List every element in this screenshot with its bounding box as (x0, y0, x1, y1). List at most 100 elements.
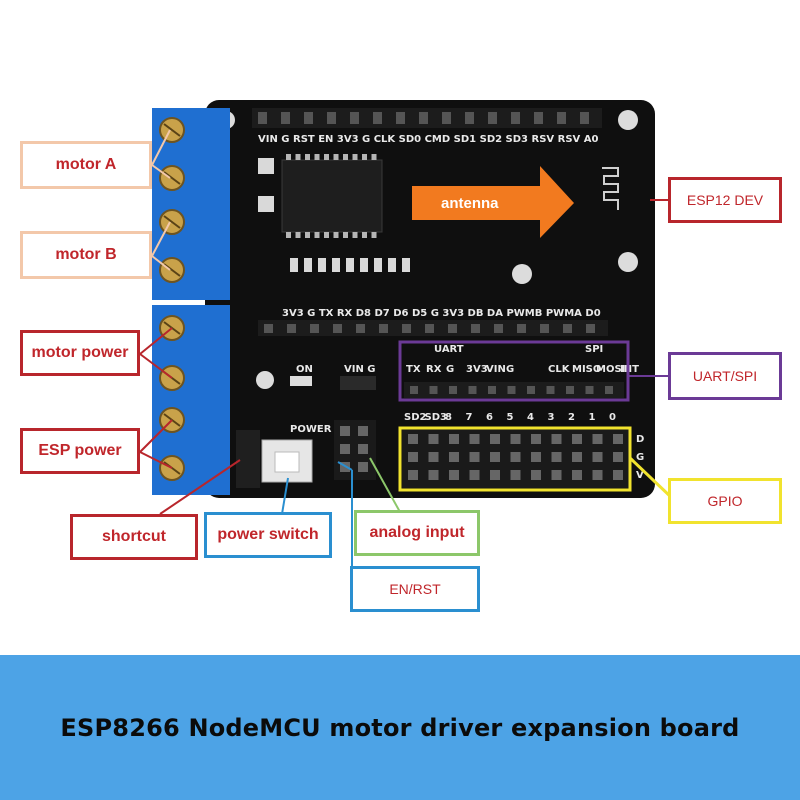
chip-pin (295, 232, 301, 238)
mid-header-pin (586, 324, 595, 333)
gpio-row-letter: V (636, 470, 644, 481)
callout-motor-power-text: motor power (31, 344, 129, 361)
callout-esp12-dev: ESP12 DEV (668, 177, 782, 223)
chip-pin (314, 154, 320, 160)
smd-part (304, 258, 312, 272)
top-header-pin (488, 112, 497, 124)
top-header-pin (442, 112, 451, 124)
gpio-pin-label: 5 (507, 412, 514, 423)
chip-pin (352, 154, 358, 160)
top-header-pin (511, 112, 520, 124)
gpio-pin-label: SD2 (404, 412, 427, 423)
chip-pin (324, 232, 329, 238)
gpio-pin-label: 3 (548, 412, 555, 423)
analog-pin (358, 462, 368, 472)
mid-header-pin (517, 324, 526, 333)
gpio-row-letter: G (636, 452, 644, 463)
smd-part (258, 158, 274, 174)
top-header-pin (465, 112, 474, 124)
antenna-arrow (412, 166, 574, 238)
gpio-pin (613, 434, 623, 444)
callout-motor-b: motor B (20, 231, 152, 279)
leader-motor-power (139, 327, 173, 355)
gpio-pin-label: 2 (568, 412, 575, 423)
smd-part (318, 258, 326, 272)
analog-pin (358, 426, 368, 436)
uart-spi-pin (429, 386, 438, 394)
shortcut-jumper (236, 430, 260, 488)
smd-part (388, 258, 396, 272)
smd-part (346, 258, 354, 272)
vin-g-terminal (340, 376, 376, 390)
uart-pin-label: G (506, 364, 514, 375)
uart-spi-outline (398, 340, 630, 402)
power-label: POWER (290, 424, 332, 435)
vin-g-label: VIN G (344, 364, 376, 375)
leader-motor-power-2 (139, 353, 173, 379)
mid-header-pin (333, 324, 342, 333)
callout-motor-b-text: motor B (55, 246, 117, 263)
mid-header-pin (563, 324, 572, 333)
callout-gpio-text: GPIO (707, 493, 743, 509)
callout-en-rst-text: EN/RST (389, 581, 441, 597)
mid-header-pin (310, 324, 319, 333)
mid-header-pin (379, 324, 388, 333)
leader-motor-b-2 (151, 255, 171, 271)
gpio-pin (449, 452, 459, 462)
gpio-pin (592, 470, 603, 480)
top-header-pin (419, 112, 428, 124)
top-header-pin (396, 112, 405, 124)
mid-header-pin (402, 324, 411, 333)
gpio-pin (613, 452, 623, 462)
leader-en-rst-2 (337, 461, 353, 471)
spi-title: SPI (585, 344, 603, 355)
uart-pin-label: TX (406, 364, 421, 375)
uart-pin-label: 3V3 (466, 364, 488, 375)
smd-part (290, 258, 298, 272)
top-header-pin (580, 112, 589, 124)
callout-shortcut: shortcut (70, 514, 198, 560)
gpio-pin (490, 470, 500, 480)
gpio-pin (469, 452, 480, 462)
leader-power-switch (281, 477, 289, 515)
callout-en-rst: EN/RST (350, 566, 480, 612)
uart-spi-pin (585, 386, 594, 394)
chip-pin (371, 154, 377, 160)
callout-analog-input: analog input (354, 510, 480, 556)
gpio-pin (592, 452, 603, 462)
top-header-pin (327, 112, 336, 124)
gpio-pin (592, 434, 603, 444)
on-led (290, 376, 312, 386)
gpio-pin (531, 452, 541, 462)
uart-pin-label: VIN (486, 364, 506, 375)
gpio-pin (428, 434, 439, 444)
mid-header-pins (264, 324, 595, 333)
chip-pins (286, 154, 377, 238)
gpio-pin (510, 470, 521, 480)
gpio-pin-label: 0 (609, 412, 616, 423)
chip-pin (305, 154, 310, 160)
smd-part (374, 258, 382, 272)
leader-motor-a-2 (151, 164, 171, 179)
chip-pin (371, 232, 377, 238)
smd-part (402, 258, 410, 272)
chip-pin (324, 154, 329, 160)
gpio-pin (510, 452, 521, 462)
chip-pin (333, 232, 339, 238)
top-header-pin (534, 112, 543, 124)
chip-pin (286, 232, 291, 238)
top-header-pin (557, 112, 566, 124)
mid-header-pin (264, 324, 273, 333)
gpio-row-letters: DGV (636, 434, 644, 481)
spi-pin-label: CLK (548, 364, 571, 375)
analog-pin (340, 444, 350, 454)
gpio-pin-label: 4 (527, 412, 534, 423)
antenna-trace (602, 167, 619, 210)
callout-uart-spi-text: UART/SPI (692, 368, 758, 384)
board-illustration: VIN G RST EN 3V3 G CLK SD0 CMD SD1 SD2 S… (139, 100, 674, 572)
gpio-pin (408, 434, 418, 444)
smd-part (258, 196, 274, 212)
uart-spi-pin (410, 386, 418, 394)
